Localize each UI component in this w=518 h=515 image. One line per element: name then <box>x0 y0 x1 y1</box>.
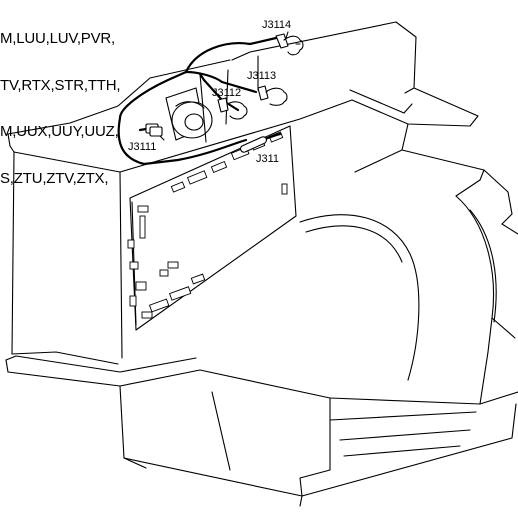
model-list: M,LUU,LUV,PVR, TV,RTX,STR,TTH, M,UUX,UUY… <box>0 0 121 217</box>
model-list-line: TV,RTX,STR,TTH, <box>0 76 121 94</box>
label-j3112: J3112 <box>212 87 241 99</box>
connector-j3111 <box>145 123 163 137</box>
model-list-line: M,UUX,UUY,UUZ, <box>0 123 119 140</box>
connector-j3113 <box>257 85 288 106</box>
model-list-line: S,ZTU,ZTV,ZTX, <box>0 169 109 187</box>
connector-j3112 <box>217 97 248 120</box>
label-j3114: J3114 <box>262 19 291 31</box>
fan-assembly <box>165 87 213 141</box>
connector-j3114 <box>275 33 304 56</box>
label-j311: J311 <box>256 153 279 165</box>
label-j3113: J3113 <box>247 70 276 82</box>
printer-body <box>5 21 518 507</box>
connector-j311 <box>240 136 267 153</box>
label-j3111: J3111 <box>128 141 156 153</box>
model-list-line: M,LUU,LUV,PVR, <box>0 30 116 47</box>
wiring-harness <box>117 36 282 166</box>
